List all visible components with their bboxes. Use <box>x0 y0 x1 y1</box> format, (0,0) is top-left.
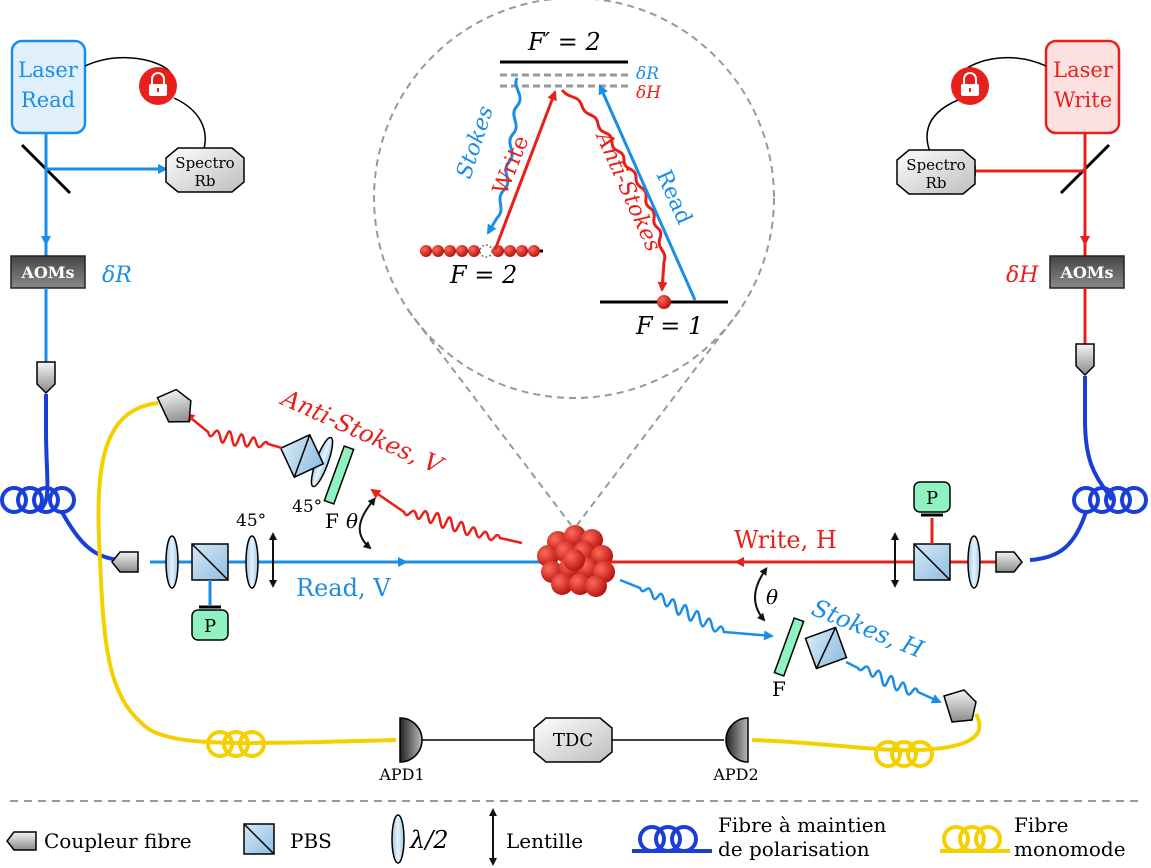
fiber-coupler-stokes <box>943 689 977 723</box>
legend-lens-label: Lentille <box>506 829 583 853</box>
theta-as: θ <box>346 509 358 533</box>
spectro-read-label-2: Rb <box>195 172 216 190</box>
stokes-path: Stokes, H F θ <box>619 567 977 723</box>
read-input-optics: P 45° Read, V <box>111 511 540 641</box>
filter-stokes <box>773 617 805 677</box>
legend-pm-fiber-label-1: Fibre à maintien <box>718 813 887 837</box>
laser-read-box <box>10 39 87 135</box>
legend-pm-fiber-label-2: de polarisation <box>718 837 870 861</box>
polarizer-read-label: P <box>204 616 216 637</box>
ground-right-label: F = 1 <box>635 312 703 340</box>
legend-pm-fiber-icon <box>632 825 712 853</box>
apd2 <box>725 717 749 763</box>
filter-as-label: F <box>325 509 339 533</box>
legend-coupler-icon <box>6 831 37 851</box>
anti-stokes-path: Anti-Stokes, V 45° F θ <box>156 383 523 550</box>
legend-halfwave-label: λ/2 <box>409 826 449 854</box>
read-laser-module: Laser Read Spectro Rb AOMs δR <box>10 39 245 395</box>
detuning-r-label: δR <box>636 64 659 84</box>
spectro-write-label-1: Spectro <box>906 156 965 174</box>
zoom-circle <box>373 0 775 399</box>
write-transition-arrow <box>493 90 557 251</box>
laser-write-label-1: Laser <box>1053 58 1114 82</box>
halfwave-plate-read-1 <box>165 535 179 589</box>
sm-fiber-left <box>96 401 397 758</box>
fiber-coupler-read-in <box>36 361 56 395</box>
legend: Coupleur fibre PBS λ/2 Lentille Fibre à … <box>6 800 1141 866</box>
legend-sm-fiber-label-1: Fibre <box>1014 813 1068 837</box>
ground-left-label: F = 2 <box>449 261 517 289</box>
stokes-label: Stokes <box>452 103 499 182</box>
read-transition-arrow <box>598 84 697 301</box>
pm-fiber-right <box>1029 376 1148 562</box>
legend-sm-fiber-label-2: monomode <box>1014 837 1126 861</box>
halfwave-plate-read-2 <box>245 535 259 589</box>
theta-arc-stokes <box>754 567 768 622</box>
laser-read-label-1: Laser <box>18 58 79 82</box>
fiber-coupler-read-out <box>111 551 139 573</box>
stokes-pulse-far <box>845 660 942 704</box>
theta-stokes: θ <box>766 585 778 609</box>
legend-pbs-label: PBS <box>290 829 332 853</box>
lock-cable-read <box>84 56 171 73</box>
zoom-cone-left <box>407 309 572 526</box>
anti-stokes-pulse-near <box>370 488 523 545</box>
write-h-label: Write, H <box>734 526 837 554</box>
angle-45-as: 45° <box>292 497 322 517</box>
detuning-write: δH <box>1006 263 1039 288</box>
aoms-write <box>1049 255 1125 289</box>
zoom-cone-right <box>576 309 741 526</box>
spectro-read-label-1: Spectro <box>175 154 234 172</box>
anti-stokes-transition-arrow <box>560 88 668 292</box>
theta-arc-as <box>358 497 376 550</box>
ground-atoms <box>420 244 540 258</box>
lock-icon <box>951 67 989 105</box>
aoms-write-label: AOMs <box>1059 263 1113 282</box>
atomic-cloud <box>537 525 615 597</box>
legend-sm-fiber-icon <box>940 825 1010 853</box>
lock-icon <box>139 67 177 105</box>
detuning-read: δR <box>102 263 132 288</box>
apd2-label: APD2 <box>712 765 758 784</box>
spectro-write-label-2: Rb <box>926 174 947 192</box>
anti-stokes-pulse-far <box>184 412 283 450</box>
filter-as <box>323 445 355 505</box>
legend-halfwave-icon <box>391 814 405 864</box>
spectro-rb-write <box>896 149 976 195</box>
apd1-label: APD1 <box>378 765 424 784</box>
laser-write-box <box>1044 39 1121 135</box>
apd1 <box>399 717 423 763</box>
transferred-atom <box>657 295 671 309</box>
laser-read-label-2: Read <box>21 88 75 112</box>
fiber-coupler-write-out <box>995 551 1023 573</box>
tdc-box <box>533 717 613 763</box>
write-input-optics: P Write, H <box>608 481 1023 589</box>
level-scheme: F′ = 2 δR δH F = 2 F = 1 Stokes Write <box>373 0 775 526</box>
sm-fiber-right <box>751 713 982 768</box>
pm-fiber-left <box>0 394 121 562</box>
angle-45-read: 45° <box>236 511 266 531</box>
read-v-label: Read, V <box>296 574 391 602</box>
filter-stokes-label: F <box>772 677 786 701</box>
fiber-coupler-write-in <box>1075 343 1095 377</box>
laser-write-label-2: Write <box>1054 88 1112 112</box>
detection: APD1 APD2 TDC <box>378 717 759 784</box>
aoms-read <box>10 255 86 289</box>
detuning-h-label: δH <box>636 83 662 103</box>
polarizer-write-label: P <box>926 488 938 509</box>
stokes-transition-arrow <box>486 77 522 235</box>
aoms-read-label: AOMs <box>20 263 74 282</box>
polarizer-read <box>191 609 229 641</box>
write-laser-module: Laser Write Spectro Rb AOMs δH <box>896 39 1125 377</box>
fiber-coupler-as <box>156 388 192 423</box>
spectro-rb-read <box>165 147 245 193</box>
halfwave-plate-write <box>967 535 981 589</box>
excited-level-label: F′ = 2 <box>527 28 601 56</box>
stokes-pulse-near <box>619 578 774 641</box>
tdc-label: TDC <box>553 730 593 751</box>
legend-coupler-label: Coupleur fibre <box>44 829 192 853</box>
polarizer-write <box>913 481 951 513</box>
